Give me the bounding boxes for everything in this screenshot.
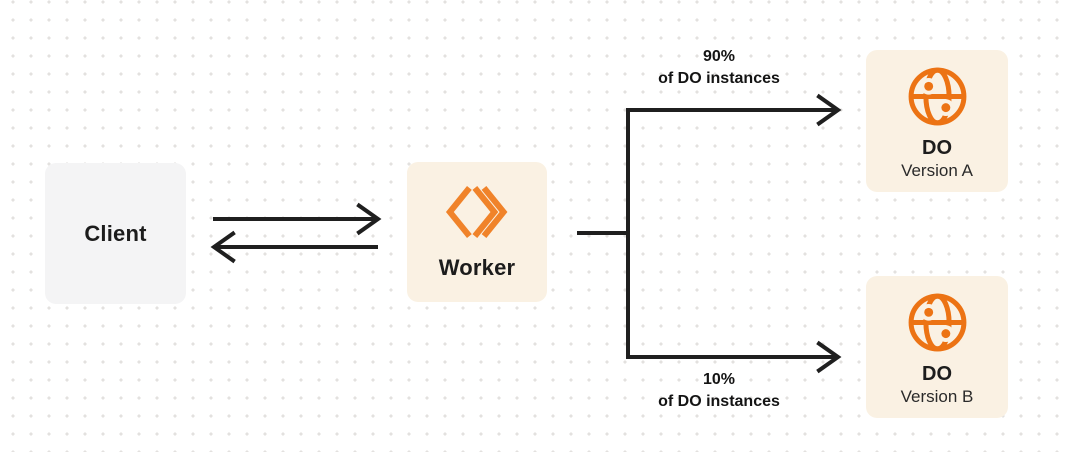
do-version-a-node: DO Version A	[866, 50, 1008, 192]
do-version-b-node: DO Version B	[866, 276, 1008, 418]
do-a-subtitle: Version A	[901, 161, 973, 180]
branch-top-caption: of DO instances	[658, 70, 780, 87]
branch-bottom-label: 10% of DO instances	[658, 369, 780, 413]
worker-node: Worker	[407, 162, 547, 302]
workers-chevron-icon	[445, 183, 509, 241]
branch-top-percent: 90%	[702, 48, 736, 65]
globe-icon	[906, 65, 969, 128]
branch-bottom-percent: 10%	[702, 371, 736, 388]
do-b-title: DO	[922, 363, 952, 385]
client-node: Client	[45, 163, 186, 304]
do-b-subtitle: Version B	[900, 387, 974, 406]
client-label: Client	[84, 220, 147, 246]
branch-bottom-caption: of DO instances	[658, 393, 780, 410]
branch-top-label: 90% of DO instances	[658, 46, 780, 90]
globe-icon	[906, 291, 969, 354]
do-a-title: DO	[922, 137, 952, 159]
worker-label: Worker	[438, 255, 516, 280]
